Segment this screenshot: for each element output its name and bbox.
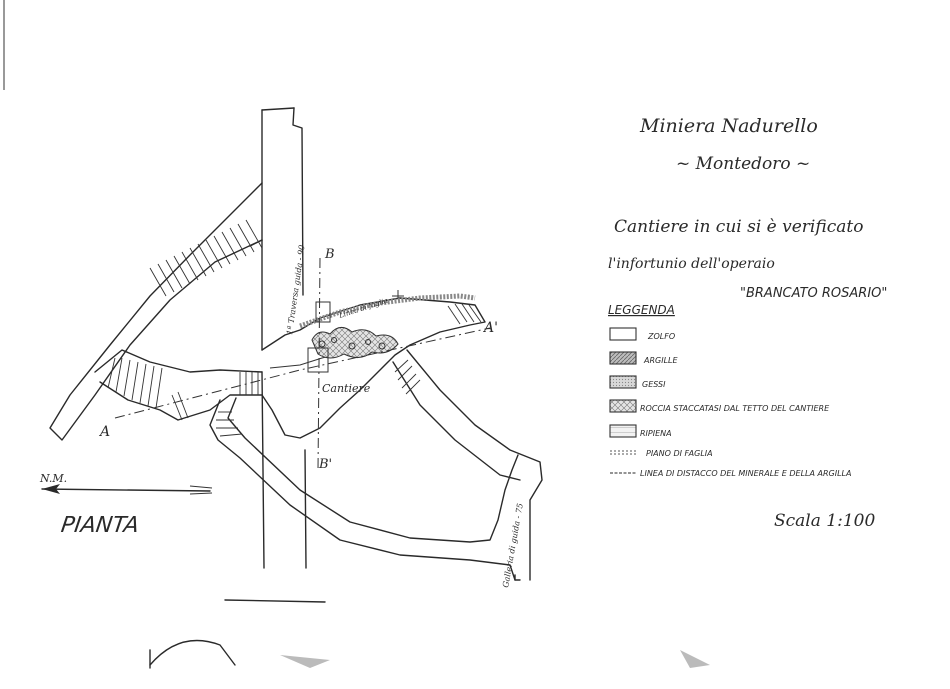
legend-swatch-gessi <box>609 375 637 389</box>
legend-swatch-roccia <box>609 399 637 413</box>
section-a-label: A <box>98 424 110 440</box>
lower-winding-gallery <box>209 397 521 581</box>
fault-line-band <box>299 293 476 329</box>
scale-label: Scala 1:100 <box>774 511 875 531</box>
legend-swatch-argille <box>609 351 637 365</box>
fault-label: Linea di faglia <box>337 297 389 321</box>
plan-label: PIANTA <box>59 512 140 538</box>
fallen-rock-cluster <box>311 327 399 359</box>
section-a-prime-label: A' <box>482 320 498 336</box>
section-b-prime-label: B' <box>318 457 332 472</box>
title-block: Miniera Nadurello ~ Montedoro ~ Cantiere… <box>608 115 887 301</box>
worker-name: "BRANCATO ROSARIO" <box>740 286 887 301</box>
section-b-label: B <box>324 247 335 262</box>
legend-label-argille: ARGILLE <box>643 356 679 365</box>
north-arrow <box>41 484 213 495</box>
legend: LEGGENDA ZOLFO ARGILLE GESSI ROCCIA STAC… <box>608 303 852 478</box>
title-line-1: Cantiere in cui si è verificato <box>614 217 863 237</box>
legend-label-gessi: GESSI <box>642 380 666 389</box>
section-line-b <box>317 257 321 471</box>
title-line-2: l'infortunio dell'operaio <box>608 256 775 272</box>
upper-left-gallery <box>49 182 263 441</box>
legend-heading: LEGGENDA <box>608 303 675 317</box>
legend-label-zolfo: ZOLFO <box>647 332 675 341</box>
north-label: N.M. <box>39 472 67 485</box>
lower-left-gallery <box>94 349 263 421</box>
lower-fragments <box>149 599 710 669</box>
legend-label-ripiena: RIPIENA <box>640 429 672 438</box>
legend-label-distacco: LINEA DI DISTACCO DEL MINERALE E DELLA A… <box>640 469 852 478</box>
legend-label-roccia: ROCCIA STACCATASI DAL TETTO DEL CANTIERE <box>640 404 830 413</box>
traversa-gallery <box>261 107 307 569</box>
cantiere-label: Cantiere <box>322 382 371 395</box>
legend-swatch-ripiena <box>609 424 637 438</box>
place-name: ~ Montedoro ~ <box>676 154 810 174</box>
cantiere-chamber <box>261 290 486 439</box>
galleria-guida <box>392 349 543 581</box>
legend-label-faglia: PIANO DI FAGLIA <box>646 449 713 458</box>
mine-name: Miniera Nadurello <box>639 115 818 137</box>
section-line-a <box>114 327 491 419</box>
legend-swatch-zolfo <box>609 327 637 341</box>
